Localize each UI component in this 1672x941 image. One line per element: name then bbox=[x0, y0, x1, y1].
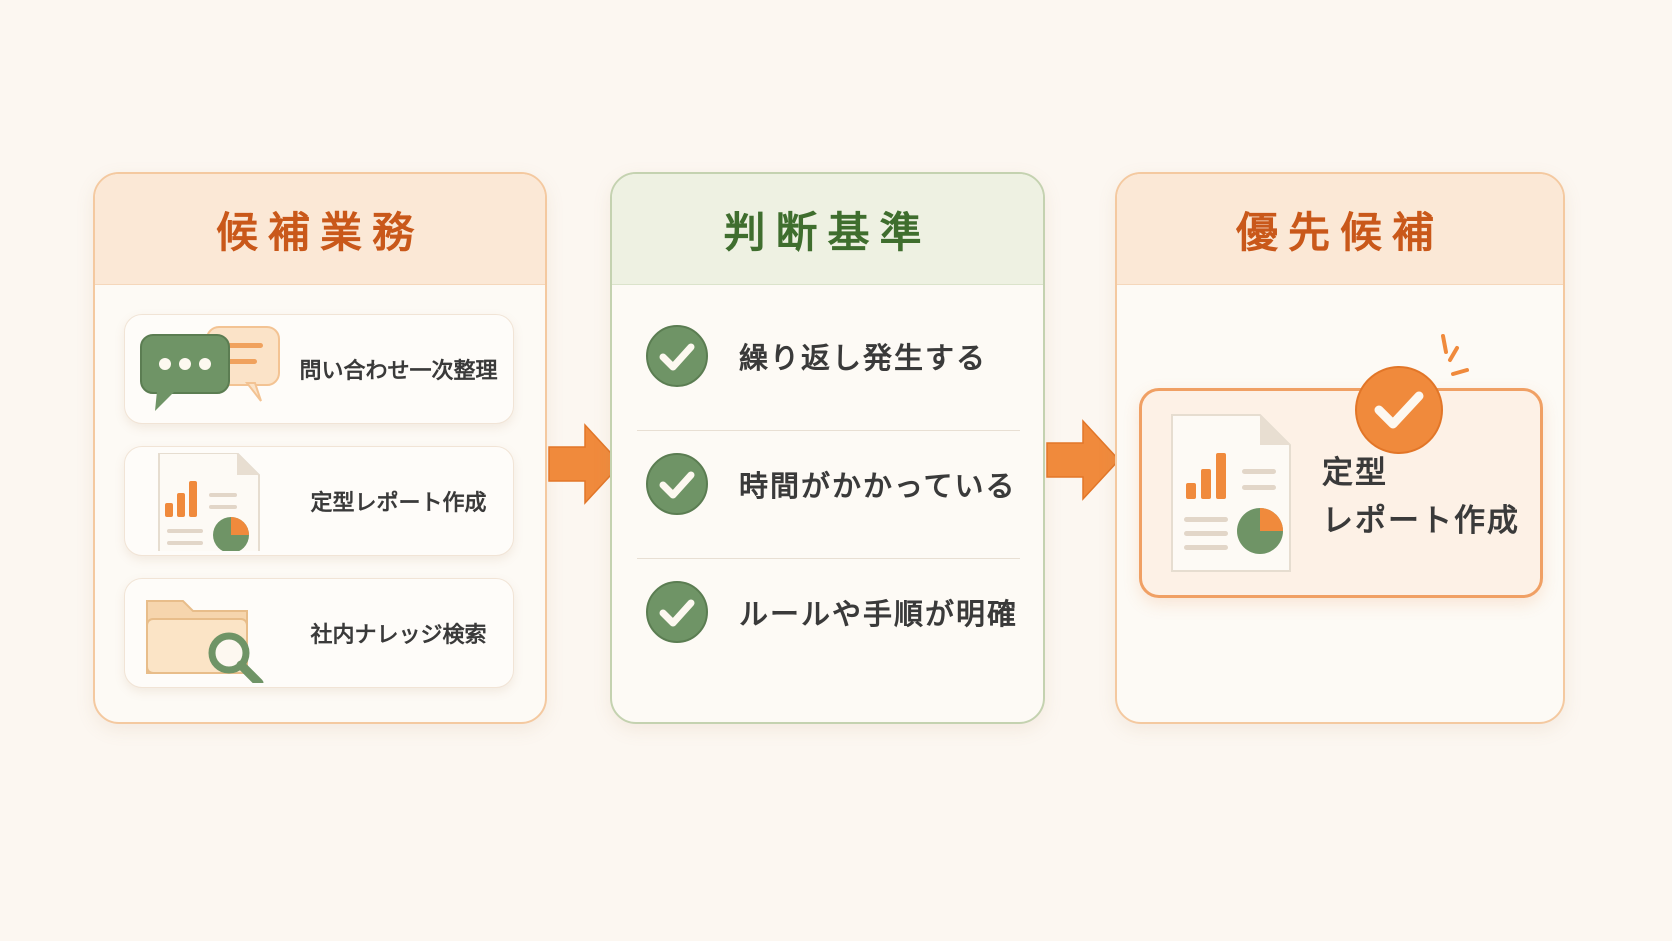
chat-bubbles-icon bbox=[140, 326, 280, 411]
check-circle-icon bbox=[646, 453, 708, 515]
folder-search-icon bbox=[146, 600, 264, 683]
candidate-label: 社内ナレッジ検索 bbox=[310, 623, 487, 648]
candidate-label: 定型レポート作成 bbox=[310, 491, 487, 516]
criteria-label: 時間がかかっている bbox=[739, 469, 1017, 503]
criteria-panel: 判断基準 繰り返し発生する 時間がかかっている ルールや手順が明確 bbox=[610, 172, 1045, 724]
criteria-title: 判断基準 bbox=[612, 174, 1043, 285]
priority-title: 優先候補 bbox=[1117, 174, 1563, 285]
criteria-item-time: 時間がかかっている bbox=[637, 420, 1020, 548]
candidates-panel: 候補業務 問い合わせ一次整理 定型レポート bbox=[93, 172, 547, 724]
check-circle-icon bbox=[646, 325, 708, 387]
candidates-title: 候補業務 bbox=[95, 174, 545, 285]
criteria-label: ルールや手順が明確 bbox=[739, 597, 1019, 631]
priority-label-line2: レポート作成 bbox=[1322, 503, 1520, 539]
criteria-label: 繰り返し発生する bbox=[739, 341, 988, 375]
report-document-icon bbox=[158, 453, 260, 551]
candidate-card-report[interactable]: 定型レポート作成 bbox=[124, 446, 514, 556]
check-badge-icon bbox=[1355, 334, 1469, 454]
priority-label-line1: 定型 bbox=[1322, 455, 1388, 491]
criteria-item-rules: ルールや手順が明確 bbox=[637, 548, 1020, 676]
candidate-label: 問い合わせ一次整理 bbox=[299, 359, 498, 384]
candidate-card-inquiry[interactable]: 問い合わせ一次整理 bbox=[124, 314, 514, 424]
criteria-divider bbox=[637, 558, 1020, 559]
priority-panel: 優先候補 定型 レポート作成 bbox=[1115, 172, 1565, 724]
report-document-icon bbox=[1171, 414, 1291, 572]
check-circle-icon bbox=[646, 581, 708, 643]
priority-selected-card[interactable]: 定型 レポート作成 bbox=[1139, 388, 1543, 598]
flow-arrow-icon bbox=[1046, 419, 1121, 501]
criteria-item-repeat: 繰り返し発生する bbox=[637, 292, 1020, 420]
flow-arrow-icon bbox=[548, 423, 623, 505]
criteria-divider bbox=[637, 430, 1020, 431]
priority-selected-label: 定型 レポート作成 bbox=[1322, 449, 1520, 545]
candidate-card-knowledge[interactable]: 社内ナレッジ検索 bbox=[124, 578, 514, 688]
